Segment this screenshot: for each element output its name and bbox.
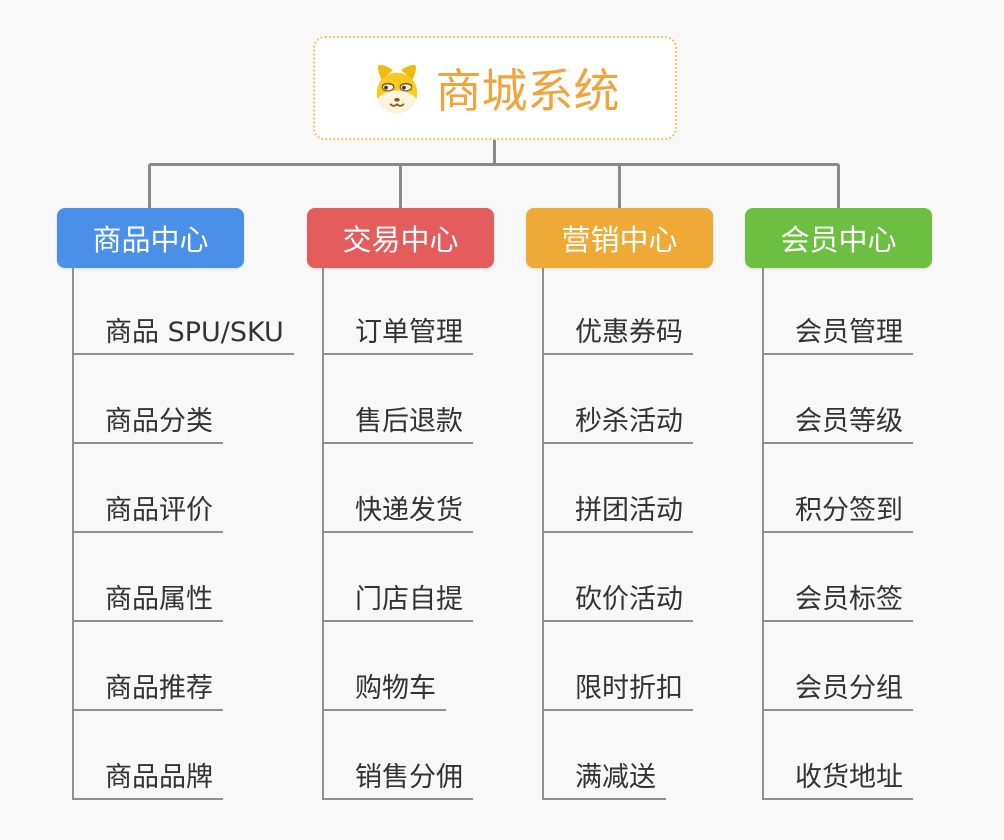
leaf-node[interactable]: 门店自提 [322,572,473,622]
leaf-node[interactable]: 售后退款 [322,394,473,444]
connector-spine-member [762,268,764,800]
branch-node-marketing-center[interactable]: 营销中心 [526,208,713,268]
leaf-node[interactable]: 快递发货 [322,483,473,533]
leaf-node[interactable]: 会员管理 [762,305,913,355]
connector-spine-marketing [542,268,544,800]
branch-node-trade-center[interactable]: 交易中心 [307,208,494,268]
dog-face-icon [376,64,417,114]
leaf-node[interactable]: 会员等级 [762,394,913,444]
leaf-node[interactable]: 秒杀活动 [542,394,693,444]
root-node[interactable]: 商城系统 [313,36,677,140]
leaf-node[interactable]: 商品 SPU/SKU [72,305,294,355]
leaf-node[interactable]: 限时折扣 [542,661,693,711]
connector-bus [148,163,840,208]
connector-drop-trade [399,166,402,208]
leaf-node[interactable]: 拼团活动 [542,483,693,533]
connector-root-stem [493,140,496,163]
leaf-node[interactable]: 收货地址 [762,750,913,800]
leaf-node[interactable]: 会员分组 [762,661,913,711]
leaf-node[interactable]: 满减送 [542,750,666,800]
leaf-node[interactable]: 积分签到 [762,483,913,533]
leaf-node[interactable]: 商品分类 [72,394,223,444]
branch-node-member-center[interactable]: 会员中心 [745,208,932,268]
leaf-node[interactable]: 销售分佣 [322,750,473,800]
leaf-node[interactable]: 会员标签 [762,572,913,622]
leaf-node[interactable]: 购物车 [322,661,446,711]
branch-node-product-center[interactable]: 商品中心 [57,208,244,268]
connector-drop-marketing [618,166,621,208]
leaf-node[interactable]: 优惠券码 [542,305,693,355]
leaf-node[interactable]: 砍价活动 [542,572,693,622]
leaf-node[interactable]: 商品品牌 [72,750,223,800]
leaf-node[interactable]: 订单管理 [322,305,473,355]
leaf-node[interactable]: 商品评价 [72,483,223,533]
leaf-node[interactable]: 商品推荐 [72,661,223,711]
root-title: 商城系统 [435,64,620,118]
connector-spine-product [72,268,74,800]
leaf-node[interactable]: 商品属性 [72,572,223,622]
connector-spine-trade [322,268,324,800]
